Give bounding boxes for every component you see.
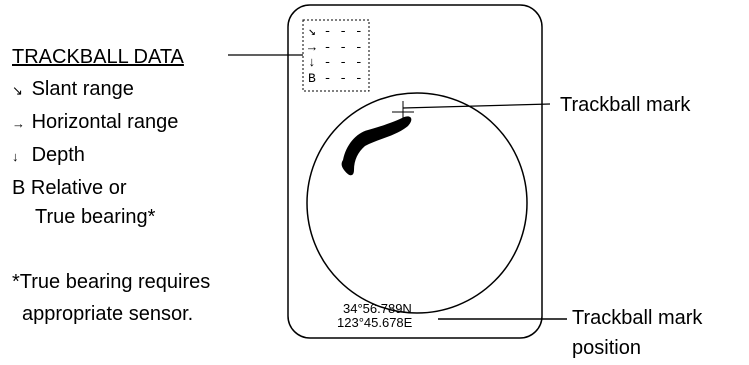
readout-value: - - -: [323, 40, 363, 55]
readout-row-depth: ↓ - - -: [308, 56, 363, 70]
legend-item-label: Depth: [31, 144, 85, 166]
legend-item-label: Relative or: [30, 177, 127, 199]
depth-arrow-icon: ↓: [308, 55, 316, 70]
footnote-line-2: appropriate sensor.: [22, 303, 194, 325]
readout-row-bearing: B - - -: [308, 72, 363, 86]
horizontal-arrow-icon: →: [308, 40, 316, 55]
callout-position-line-1: Trackball mark: [572, 307, 703, 329]
latitude-readout: 34°56.789N: [343, 301, 412, 316]
legend-item-label: Slant range: [31, 78, 134, 100]
display-frame: [287, 4, 543, 339]
horizontal-arrow-icon: →: [12, 116, 25, 131]
readout-value: - - -: [323, 24, 363, 39]
readout-box: [302, 19, 370, 92]
readout-row-horizontal: → - - -: [308, 41, 363, 55]
longitude-readout: 123°45.678E: [337, 315, 413, 330]
callout-trackball-mark: Trackball mark: [560, 94, 691, 116]
bearing-symbol: B: [12, 177, 26, 199]
readout-value: - - -: [323, 55, 363, 70]
fish-echo: [341, 116, 412, 176]
legend-item-bearing-cont: True bearing*: [35, 206, 156, 228]
footnote-line-1: *True bearing requires: [12, 271, 211, 293]
readout-row-slant: ↘ - - -: [308, 25, 363, 39]
depth-arrow-icon: ↓: [12, 149, 19, 164]
leader-trackball-mark: [402, 103, 551, 109]
legend-item-label: Horizontal range: [31, 111, 179, 133]
sonar-circle: [306, 92, 528, 314]
legend-item-depth: ↓ Depth: [12, 143, 85, 169]
legend-item-slant: ↘ Slant range: [12, 77, 134, 103]
slant-arrow-icon: ↘: [12, 83, 23, 98]
callout-position-line-2: position: [572, 337, 641, 359]
legend-title: TRACKBALL DATA: [12, 46, 184, 68]
slant-arrow-icon: ↘: [308, 24, 316, 39]
readout-value: - - -: [323, 71, 363, 86]
bearing-symbol: B: [308, 71, 316, 86]
legend-item-horizontal: → Horizontal range: [12, 110, 178, 136]
legend-item-bearing: B Relative or: [12, 176, 127, 200]
